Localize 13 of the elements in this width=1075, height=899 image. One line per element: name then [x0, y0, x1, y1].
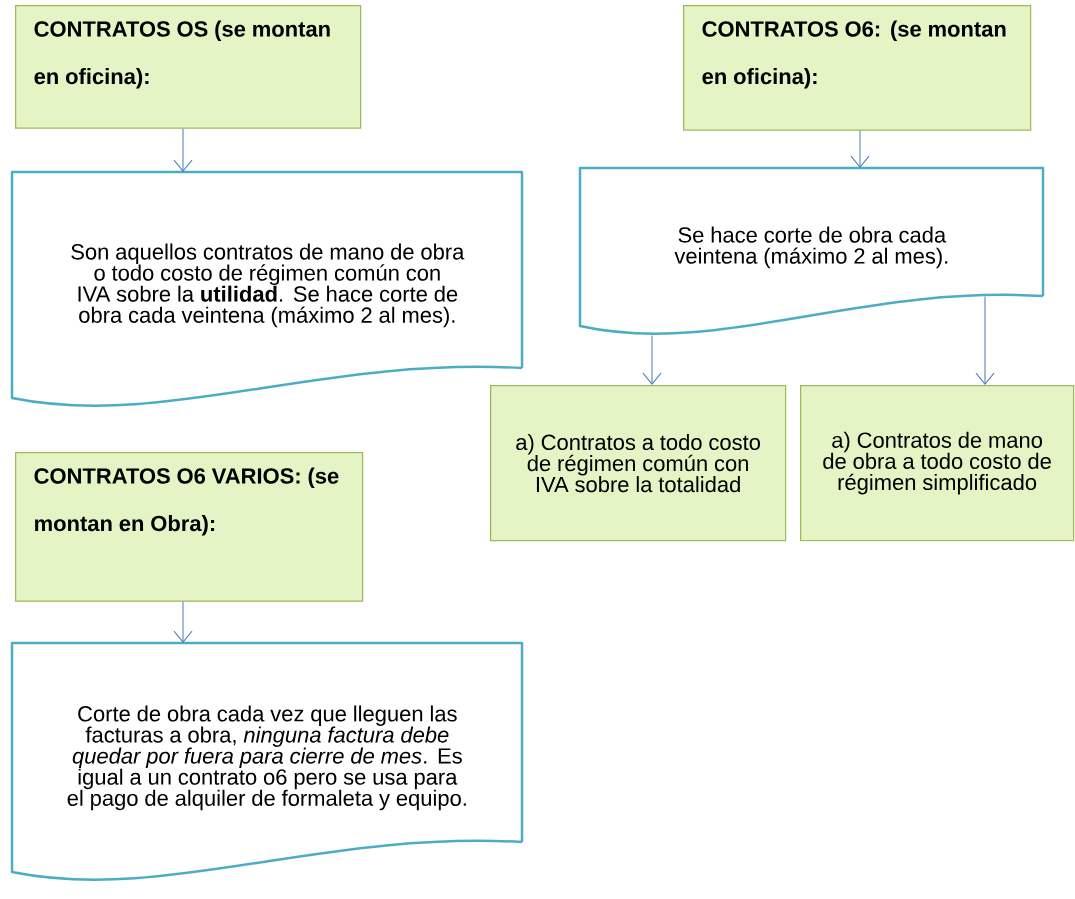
- heading-box: CONTRATOS OS (se montan en oficina):: [15, 5, 362, 129]
- process-box: a) Contratos a todo costo de régimen común con IVA sobre la totalidad: [490, 385, 787, 542]
- arrow: [642, 334, 662, 385]
- arrow: [850, 130, 870, 168]
- arrow: [975, 296, 995, 385]
- document-shape: Corte de obra cada vez que lleguen las facturas a obra, ninguna factura debe quedar por fuera para cierre de mes. Es igual a un contrato o6 pero se usa para el pago de alquiler de formaleta y equipo.: [10, 641, 524, 881]
- document-shape: Se hace corte de obra cada veintena (máximo 2 al mes).: [578, 166, 1045, 335]
- document-shape: Son aquellos contratos de mano de obra o todo costo de régimen común con IVA sobre la utilidad. Se hace corte de obra cada veintena (máximo 2 al mes).: [10, 170, 524, 407]
- arrow: [173, 601, 193, 643]
- heading-box: CONTRATOS O6: (se montan en oficina):: [683, 5, 1032, 131]
- heading-box: CONTRATOS O6 VARIOS: (se montan en Obra):: [15, 452, 364, 602]
- arrow: [173, 128, 193, 172]
- process-box: a) Contratos de mano de obra a todo costo de régimen simplificado: [800, 385, 1075, 542]
